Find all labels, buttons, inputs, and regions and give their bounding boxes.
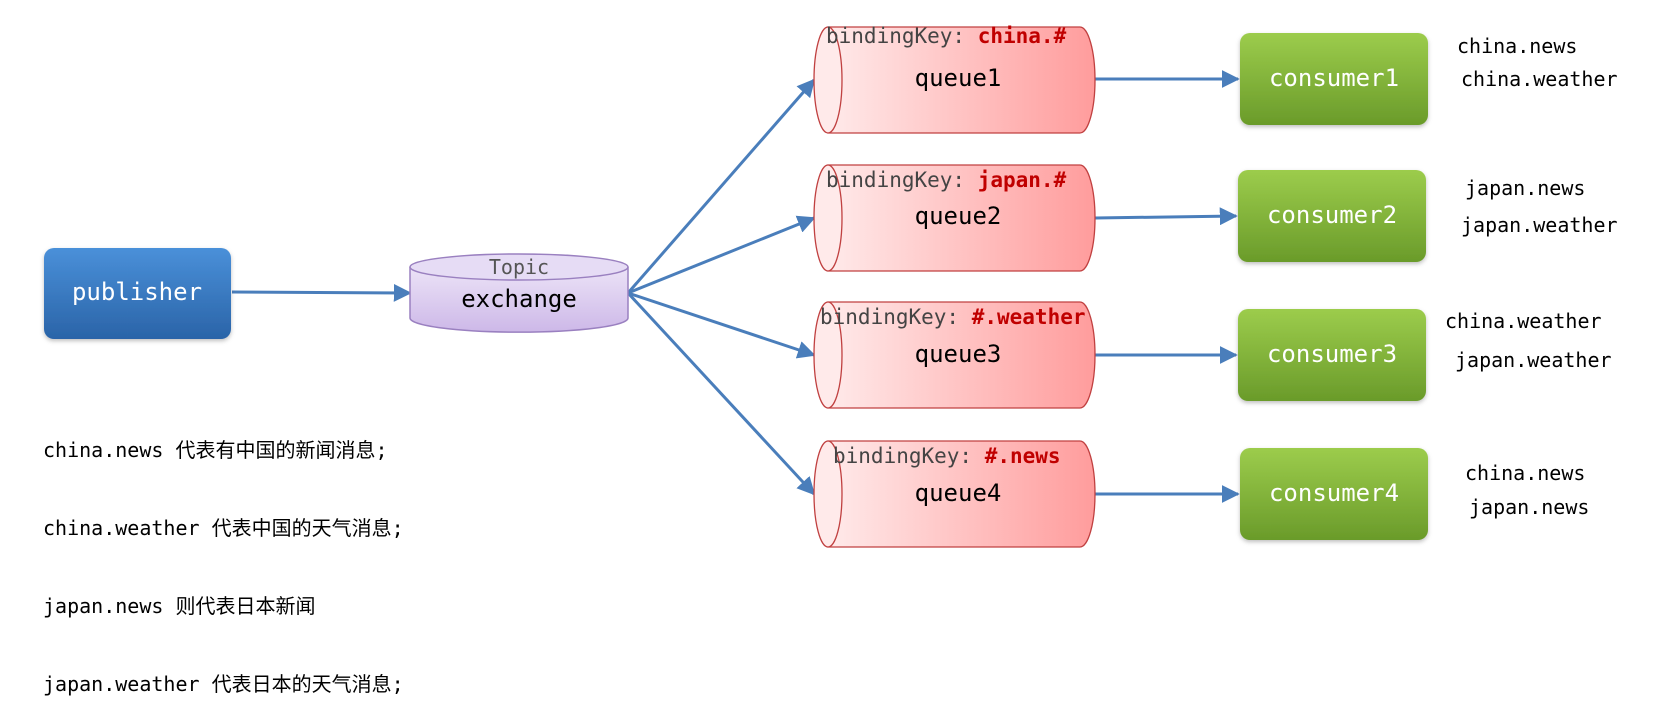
consumer-4-key-1: china.news <box>1465 461 1585 485</box>
queue-3: bindingKey: #.weather queue3 <box>813 301 1096 409</box>
routing-key-descriptions: china.news 代表有中国的新闻消息; china.weather 代表中… <box>43 385 404 723</box>
queue-1: bindingKey: china.# queue1 <box>813 24 1096 134</box>
queue-2-name: queue2 <box>915 202 1002 230</box>
description-line: japan.weather 代表日本的天气消息; <box>43 672 404 696</box>
queue-3-binding-prefix: bindingKey: <box>820 305 972 329</box>
exchange-label: exchange <box>461 285 577 313</box>
consumer-2: consumer2 <box>1238 170 1426 262</box>
queue-1-binding-prefix: bindingKey: <box>826 24 978 48</box>
arrow-publisher-exchange <box>231 283 412 302</box>
consumer-3-key-1: china.weather <box>1445 309 1602 333</box>
arrow-exchange-queue4 <box>626 291 816 496</box>
queue-3-binding: bindingKey: #.weather <box>820 305 1086 329</box>
queue-4: bindingKey: #.news queue4 <box>813 440 1096 548</box>
consumer-received-keys: china.news china.weather japan.news japa… <box>1445 34 1618 519</box>
description-line: china.weather 代表中国的天气消息; <box>43 516 404 540</box>
publisher-node: publisher <box>44 248 231 339</box>
consumer-1-key-1: china.news <box>1457 34 1577 58</box>
queue-2: bindingKey: japan.# queue2 <box>813 164 1096 272</box>
topic-exchange-diagram: publisher Topic exchange bindingKey: chi… <box>44 24 1618 548</box>
queue-3-binding-key: #.weather <box>972 305 1086 329</box>
consumer-1-label: consumer1 <box>1269 64 1399 92</box>
consumer-4-key-2: japan.news <box>1469 495 1589 519</box>
consumer-4-label: consumer4 <box>1269 479 1399 507</box>
publisher-label: publisher <box>72 278 202 306</box>
queue-3-name: queue3 <box>915 340 1002 368</box>
consumer-4: consumer4 <box>1240 448 1428 540</box>
consumer-3-key-2: japan.weather <box>1455 348 1612 372</box>
arrow-exchange-queue2 <box>627 215 816 295</box>
queue-4-name: queue4 <box>915 479 1002 507</box>
queue-4-binding-prefix: bindingKey: <box>833 444 985 468</box>
exchange-type-label: Topic <box>489 255 549 279</box>
arrow-exchange-queue1 <box>626 78 816 294</box>
queue-2-binding-prefix: bindingKey: <box>826 168 978 192</box>
queue-4-binding: bindingKey: #.news <box>833 444 1061 468</box>
arrows <box>231 70 1240 503</box>
consumer-2-key-2: japan.weather <box>1461 213 1618 237</box>
consumer-1: consumer1 <box>1240 33 1428 125</box>
consumer-2-key-1: japan.news <box>1465 176 1585 200</box>
consumer-1-key-2: china.weather <box>1461 67 1618 91</box>
exchange-node: Topic exchange <box>409 253 629 333</box>
consumer-3-label: consumer3 <box>1267 340 1397 368</box>
description-line: japan.news 则代表日本新闻 <box>43 594 316 618</box>
queue-1-name: queue1 <box>915 64 1002 92</box>
queue-2-binding-key: japan.# <box>978 168 1067 192</box>
queue-4-binding-key: #.news <box>985 444 1061 468</box>
description-line: china.news 代表有中国的新闻消息; <box>43 438 388 462</box>
queue-2-binding: bindingKey: japan.# <box>826 168 1067 192</box>
consumer-3: consumer3 <box>1238 309 1426 401</box>
queue-1-binding-key: china.# <box>978 24 1067 48</box>
queue-1-binding: bindingKey: china.# <box>826 24 1067 48</box>
arrow-exchange-queue3 <box>627 291 816 359</box>
consumer-2-label: consumer2 <box>1267 201 1397 229</box>
arrow-queue2-consumer2 <box>1094 207 1238 226</box>
